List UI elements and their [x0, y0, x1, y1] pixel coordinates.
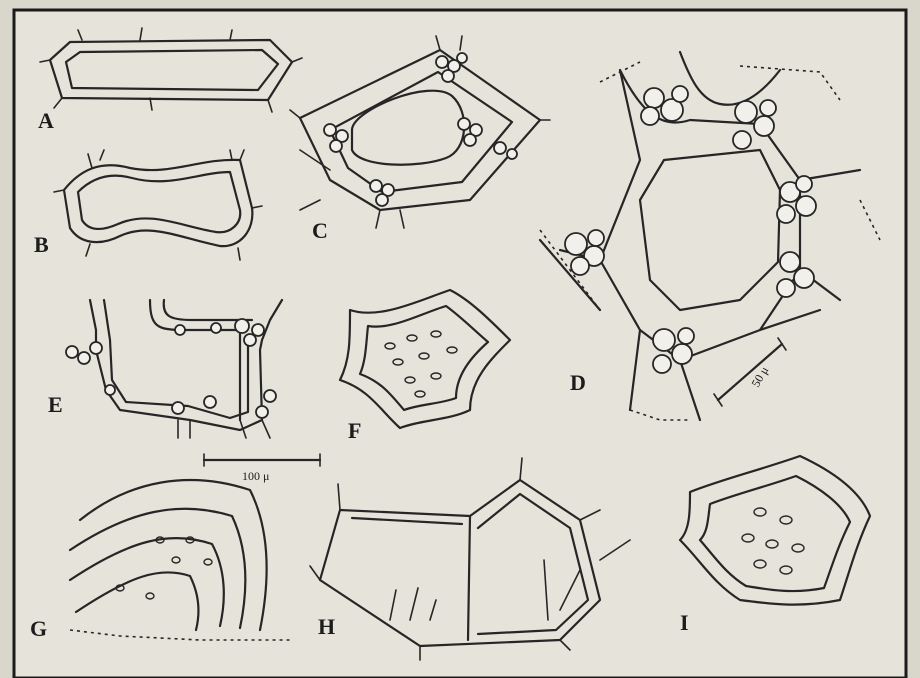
panel-label-g: G: [30, 616, 47, 641]
panel-label-c: C: [312, 218, 328, 243]
panel-label-a: A: [38, 108, 54, 133]
panel-label-d: D: [570, 370, 586, 395]
scale-bar-100-label: 100 μ: [242, 469, 269, 483]
panel-label-h: H: [318, 614, 335, 639]
panel-label-f: F: [348, 418, 361, 443]
panel-label-b: B: [34, 232, 49, 257]
panel-label-i: I: [680, 610, 689, 635]
panel-label-e: E: [48, 392, 63, 417]
